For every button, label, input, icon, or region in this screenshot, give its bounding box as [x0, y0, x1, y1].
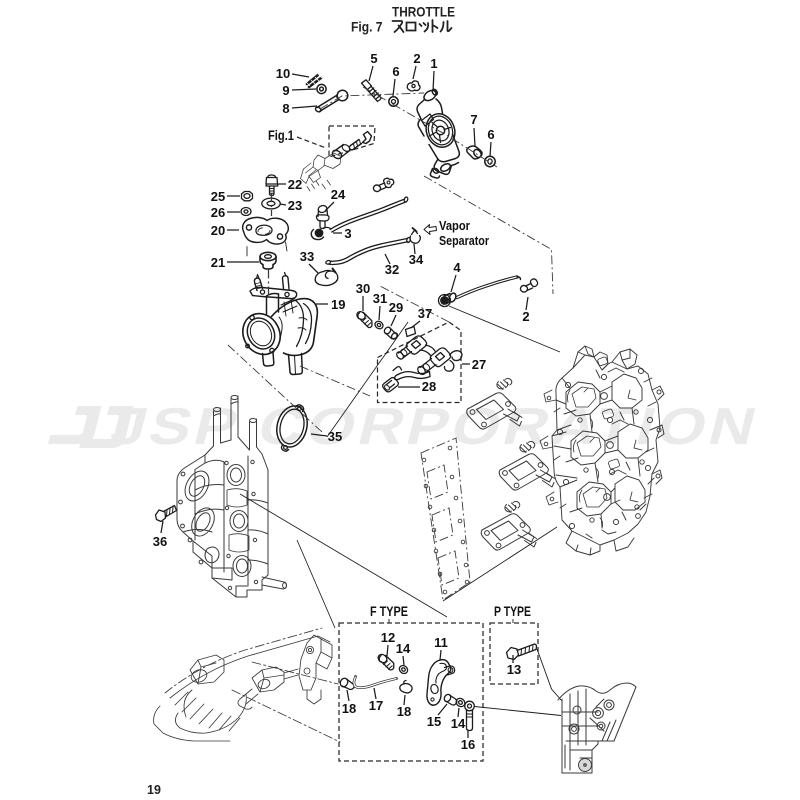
- svg-text:P TYPE: P TYPE: [494, 604, 531, 619]
- svg-text:26: 26: [211, 205, 225, 220]
- svg-text:28: 28: [422, 379, 436, 394]
- svg-text:3: 3: [344, 226, 351, 241]
- svg-text:1: 1: [430, 56, 437, 71]
- svg-text:Separator: Separator: [439, 233, 489, 248]
- svg-text:10: 10: [276, 66, 290, 81]
- svg-text:Vapor: Vapor: [439, 218, 470, 233]
- svg-text:20: 20: [211, 223, 225, 238]
- svg-text:23: 23: [288, 198, 302, 213]
- svg-text:29: 29: [389, 300, 403, 315]
- svg-text:35: 35: [328, 429, 342, 444]
- svg-text:Fig. 7: Fig. 7: [351, 20, 383, 35]
- svg-text:17: 17: [369, 698, 383, 713]
- svg-text:19: 19: [147, 783, 161, 797]
- svg-text:25: 25: [211, 189, 225, 204]
- svg-text:27: 27: [472, 357, 486, 372]
- svg-text:22: 22: [288, 177, 302, 192]
- svg-text:15: 15: [427, 714, 441, 729]
- svg-text:19: 19: [331, 297, 345, 312]
- svg-text:14: 14: [451, 716, 466, 731]
- svg-text:36: 36: [153, 534, 167, 549]
- svg-text:THROTTLE: THROTTLE: [392, 4, 455, 20]
- svg-text:21: 21: [211, 255, 225, 270]
- svg-text:9: 9: [282, 83, 289, 98]
- svg-text:16: 16: [461, 737, 475, 752]
- svg-text:Fig.1: Fig.1: [268, 128, 294, 143]
- svg-text:5: 5: [370, 51, 377, 66]
- svg-text:33: 33: [300, 249, 314, 264]
- svg-text:24: 24: [331, 187, 346, 202]
- svg-text:34: 34: [409, 252, 424, 267]
- svg-text:8: 8: [282, 101, 289, 116]
- svg-text:37: 37: [418, 306, 432, 321]
- svg-text:14: 14: [396, 641, 411, 656]
- svg-text:JSP CORPORATION: JSP CORPORATION: [105, 398, 765, 455]
- svg-text:6: 6: [392, 64, 399, 79]
- svg-text:32: 32: [385, 262, 399, 277]
- svg-text:18: 18: [342, 701, 356, 716]
- svg-text:12: 12: [381, 630, 395, 645]
- svg-text:7: 7: [470, 112, 477, 127]
- svg-text:13: 13: [507, 662, 521, 677]
- svg-text:30: 30: [356, 281, 370, 296]
- svg-text:6: 6: [487, 127, 494, 142]
- svg-text:18: 18: [397, 704, 411, 719]
- svg-text:11: 11: [434, 635, 448, 650]
- svg-text:F TYPE: F TYPE: [370, 604, 408, 619]
- svg-text:2: 2: [413, 51, 420, 66]
- svg-text:31: 31: [373, 291, 387, 306]
- svg-text:4: 4: [453, 260, 461, 275]
- svg-text:2: 2: [522, 309, 529, 324]
